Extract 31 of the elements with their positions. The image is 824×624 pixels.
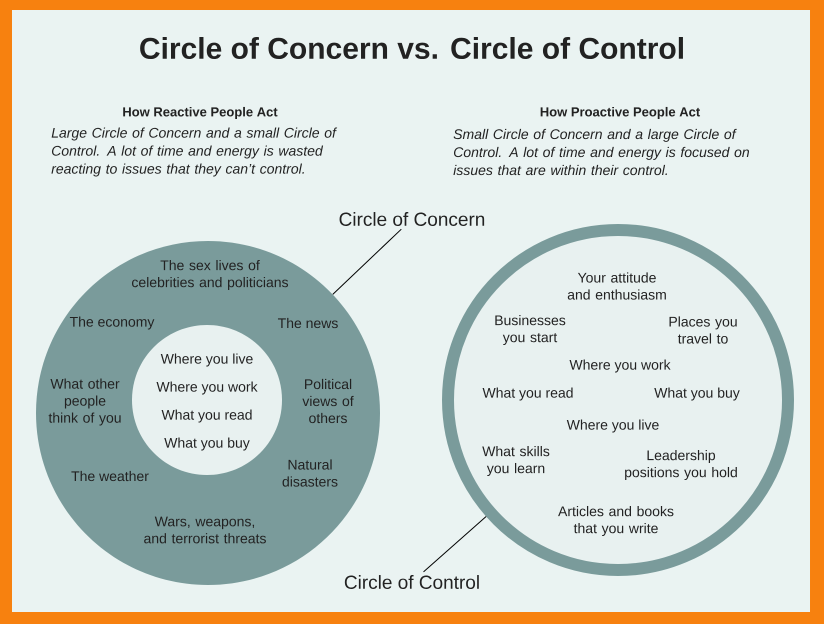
item-label: What you read: [162, 409, 252, 423]
item-label: What you buy: [164, 437, 250, 451]
leader-line: [332, 228, 402, 295]
subheading: How Proactive People Act: [540, 106, 700, 120]
title: Circle of Concern vs. Circle of Control: [140, 36, 683, 60]
item-label: Businesses you start: [495, 314, 566, 346]
subheading: How Reactive People Act: [123, 106, 278, 120]
item-label: Where you work: [156, 381, 258, 395]
item-label: Where you live: [566, 419, 659, 433]
item-label: Places you travel to: [670, 316, 737, 344]
leader-line: [423, 516, 487, 572]
circle-label: Circle of Concern: [340, 212, 484, 226]
item-label: What you read: [482, 387, 573, 401]
item-label: What skills you learn: [482, 446, 550, 476]
item-label: Where you work: [570, 359, 671, 373]
item-label: What other people think of you: [48, 378, 121, 426]
item-label: The economy: [70, 316, 154, 330]
item-label: Articles and books that you write: [558, 506, 674, 536]
item-label: The weather: [71, 470, 149, 482]
item-label: Political views of others: [302, 378, 354, 424]
item-label: Wars, weapons, and terrorist threats: [144, 516, 266, 544]
description: Large Circle of Concern and a small Circle of Control. A lot of time and energy is wasted reacting to issues that they can’t control.: [51, 127, 338, 177]
item-label: The news: [278, 318, 338, 328]
circle-label: Circle of Control: [344, 575, 479, 589]
item-label: Natural disasters: [282, 459, 338, 487]
item-label: Where you live: [160, 353, 253, 367]
item-label: Leadership positions you hold: [625, 450, 737, 480]
description: Small Circle of Concern and a large Circle of Control. A lot of time and energy is focused on issues that are within their control.: [453, 128, 749, 176]
item-label: What you buy: [654, 387, 740, 401]
item-label: The sex lives of celebrities and politicians: [132, 260, 288, 290]
item-label: Your attitude and enthusiasm: [568, 272, 666, 300]
